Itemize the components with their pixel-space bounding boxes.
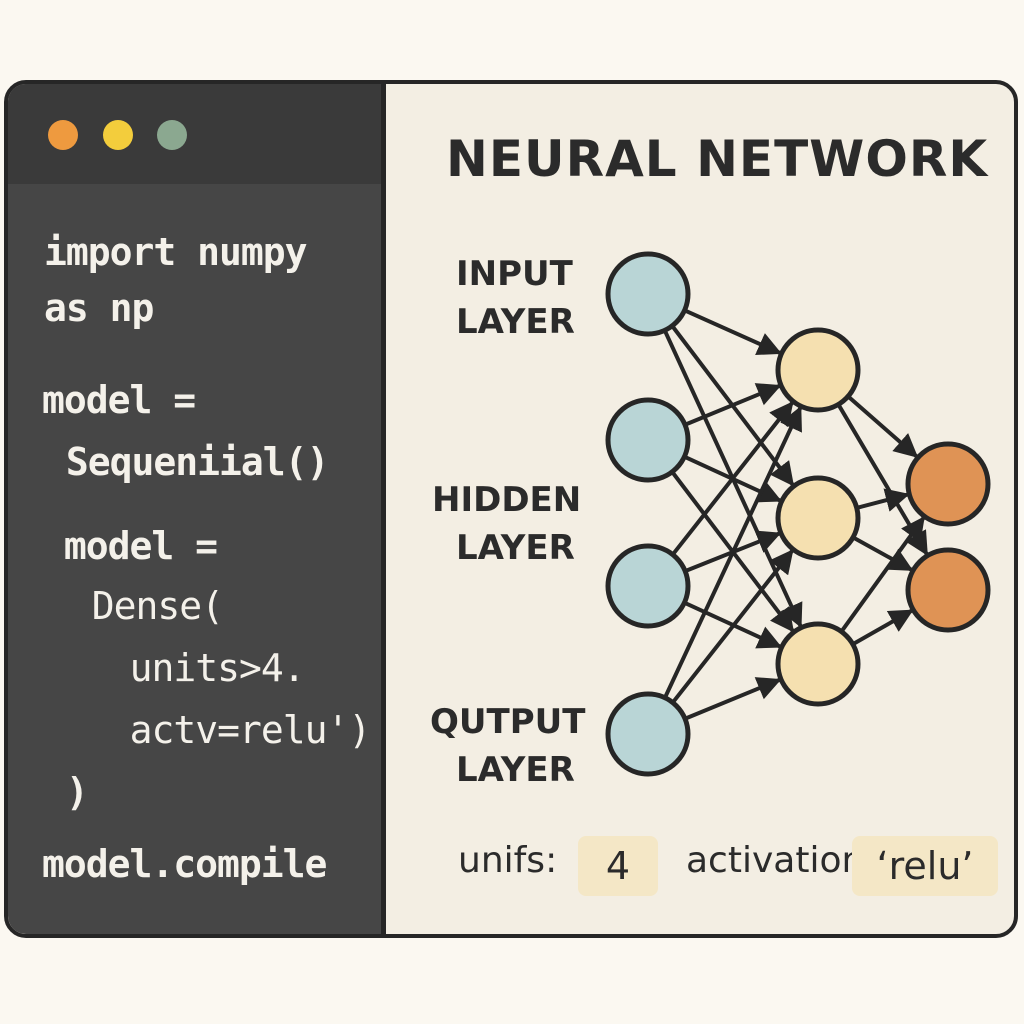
input-node	[605, 397, 691, 483]
connection-arrow	[856, 488, 910, 512]
code-line[interactable]: import numpy	[44, 230, 308, 274]
activation-value: ‘relu’	[852, 836, 998, 896]
output-layer-label: QUTPUT LAYER	[430, 698, 585, 794]
code-line[interactable]: Sequeniial()	[44, 440, 330, 484]
code-line[interactable]: as np	[44, 286, 154, 330]
diagram-title: NEURAL NETWORK	[446, 130, 989, 188]
code-line[interactable]: )	[44, 770, 89, 814]
connection-arrow	[839, 516, 926, 633]
input-layer-label: INPUT LAYER	[456, 250, 575, 346]
hidden-layer-label-line2: LAYER	[456, 528, 575, 568]
maximize-window-button[interactable]	[157, 120, 187, 150]
connection-arrow	[663, 405, 803, 699]
hidden-layer-label: HIDDEN LAYER	[432, 476, 581, 572]
connection-arrow	[671, 401, 794, 556]
activation-label: activation	[686, 840, 865, 881]
connection-arrow	[846, 394, 919, 458]
title-bar	[8, 84, 381, 184]
code-line[interactable]: actv=relu')	[64, 708, 372, 752]
network-connections	[662, 308, 929, 721]
connection-arrow	[852, 535, 914, 572]
input-layer-label-line1: INPUT	[456, 254, 573, 294]
close-window-button[interactable]	[48, 120, 78, 150]
input-node	[605, 543, 691, 629]
code-line[interactable]: model =	[42, 378, 196, 422]
minimize-window-button[interactable]	[103, 120, 133, 150]
code-line[interactable]: units>4.	[64, 646, 306, 690]
hidden-layer-label-line1: HIDDEN	[432, 480, 582, 520]
network-nodes	[605, 251, 991, 777]
connection-arrow	[684, 383, 782, 427]
output-node	[905, 547, 991, 633]
diagram-pane: NEURAL NETWORK INPUT LAYER HIDDEN LAYER …	[386, 84, 1014, 934]
connection-arrow	[684, 677, 782, 721]
code-line[interactable]: model.compile	[42, 842, 327, 886]
output-node	[905, 441, 991, 527]
code-line[interactable]: model =	[42, 524, 218, 568]
units-label: unifs:	[458, 840, 558, 881]
hidden-node	[775, 475, 861, 561]
units-value: 4	[578, 836, 658, 896]
output-layer-label-line1: QUTPUT	[430, 702, 586, 742]
input-node	[605, 251, 691, 337]
hidden-node	[775, 621, 861, 707]
editor-window: import numpy as np model = Sequeniial() …	[4, 80, 1018, 938]
input-layer-label-line2: LAYER	[456, 302, 575, 342]
code-line[interactable]: Dense(	[48, 584, 224, 628]
output-layer-label-line2: LAYER	[456, 750, 575, 790]
connection-arrow	[851, 609, 914, 646]
network-diagram	[605, 251, 991, 777]
code-pane: import numpy as np model = Sequeniial() …	[8, 84, 386, 934]
connection-arrow	[683, 308, 782, 355]
input-node	[605, 691, 691, 777]
hidden-node	[775, 327, 861, 413]
connection-arrow	[671, 549, 794, 704]
